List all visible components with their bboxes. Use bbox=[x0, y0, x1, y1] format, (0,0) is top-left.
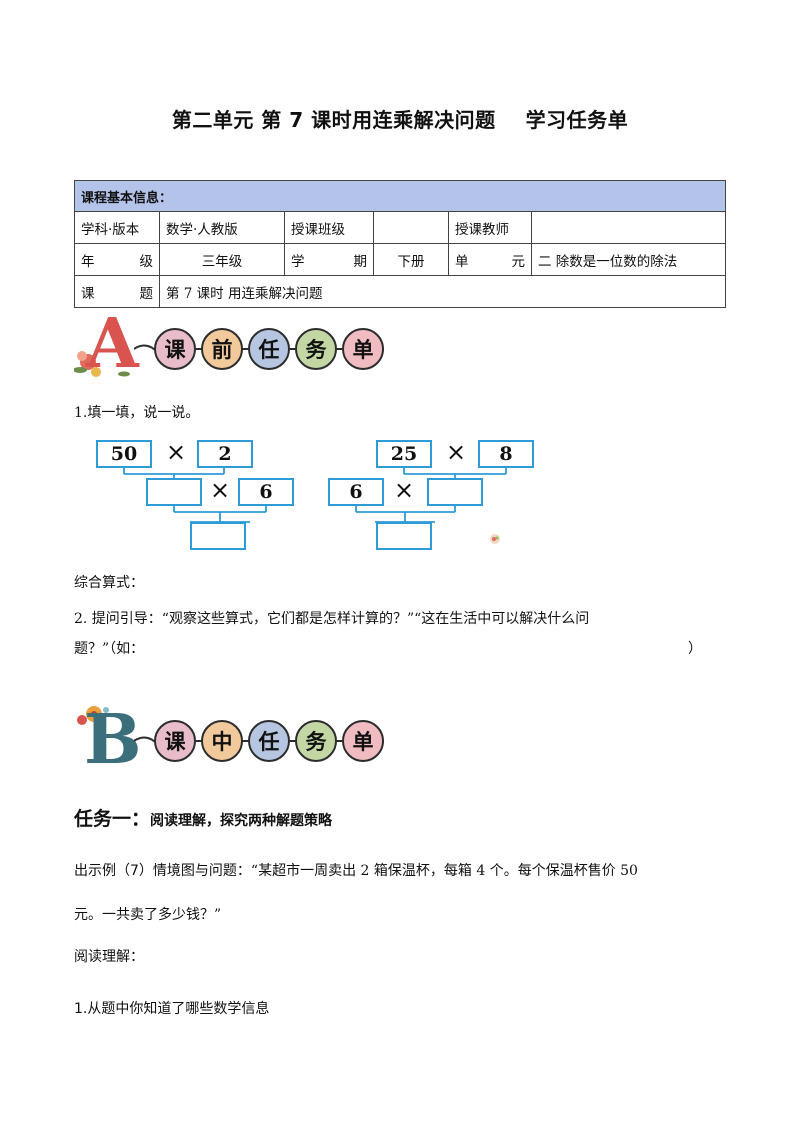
page-title: 第二单元 第 7 课时用连乘解决问题 学习任务单 bbox=[0, 104, 800, 133]
question-2-line-1: 2. 提问引导：“观察这些算式，它们都是怎样计算的？”“这在生活中可以解决什么问 bbox=[74, 611, 590, 627]
title-main: 第二单元 第 7 课时用连乘解决问题 bbox=[171, 108, 496, 132]
bubble-char: 课 bbox=[154, 328, 196, 370]
factor-box: 8 bbox=[478, 440, 534, 468]
banner-in-class: B 课 中 任 务 单 bbox=[74, 706, 394, 774]
blank-answer-box[interactable] bbox=[427, 478, 483, 506]
factor-box: 2 bbox=[197, 440, 253, 468]
times-sign: × bbox=[446, 438, 467, 466]
banner-letter: A bbox=[86, 304, 139, 384]
factor-box: 6 bbox=[238, 478, 294, 506]
blank-answer-box[interactable] bbox=[146, 478, 202, 506]
bubble-char: 务 bbox=[295, 328, 337, 370]
bubble-char: 单 bbox=[342, 720, 384, 762]
times-sign: × bbox=[210, 476, 231, 504]
bubble-char: 中 bbox=[201, 720, 243, 762]
cell-term-label: 学期 bbox=[284, 243, 374, 276]
example-lead: 出示例（7）情境图与问题： bbox=[74, 863, 251, 879]
cell-subject-label: 学科·版本 bbox=[74, 211, 160, 244]
cell-topic-label: 课题 bbox=[74, 275, 160, 308]
blank-result-box[interactable] bbox=[190, 522, 246, 550]
factor-box: 50 bbox=[96, 440, 152, 468]
course-info-table: 课程基本信息： 学科·版本 数学·人教版 授课班级 授课教师 年级 三年级 学期… bbox=[74, 180, 726, 308]
cell-unit-label: 单元 bbox=[448, 243, 532, 276]
banner-letter: B bbox=[84, 700, 142, 780]
cell-grade-label: 年级 bbox=[74, 243, 160, 276]
diagram-connector-lines bbox=[123, 468, 507, 523]
factor-box: 25 bbox=[376, 440, 432, 468]
task-1-text: 阅读理解，探究两种解题策略 bbox=[150, 813, 333, 829]
times-sign: × bbox=[166, 438, 187, 466]
banner-pre-class: A 课 前 任 务 单 bbox=[74, 310, 394, 380]
factor-box: 6 bbox=[328, 478, 384, 506]
bubble-char: 务 bbox=[295, 720, 337, 762]
question-2-line-2: 题？”（如： ） bbox=[74, 641, 702, 657]
task-1-label: 任务一： bbox=[74, 808, 151, 830]
reading-comprehension-label: 阅读理解： bbox=[74, 949, 144, 965]
table-row: 学科·版本 数学·人教版 授课班级 授课教师 bbox=[74, 211, 726, 244]
example-line-1: “某超市一周卖出 2 箱保温杯，每箱 4 个。每个保温杯售价 50 bbox=[250, 863, 638, 879]
table-row: 课题 第 7 课时 用连乘解决问题 bbox=[74, 275, 726, 308]
cell-class-label: 授课班级 bbox=[284, 211, 374, 244]
question-math-info: 1.从题中你知道了哪些数学信息 bbox=[74, 1001, 270, 1017]
question-1: 1.填一填，说一说。 bbox=[74, 405, 200, 421]
comprehensive-formula-label: 综合算式： bbox=[74, 575, 144, 591]
example-line-2: 元。一共卖了多少钱？” bbox=[74, 907, 222, 923]
course-info-header: 课程基本信息： bbox=[74, 180, 726, 212]
title-sub: 学习任务单 bbox=[525, 108, 629, 132]
bubble-char: 前 bbox=[201, 328, 243, 370]
flower-decoration-icon bbox=[74, 351, 130, 377]
bubble-char: 课 bbox=[154, 720, 196, 762]
question-2: 2. 提问引导：“观察这些算式，它们都是怎样计算的？”“这在生活中可以解决什么问… bbox=[74, 604, 734, 664]
example-problem: 出示例（7）情境图与问题：“某超市一周卖出 2 箱保温杯，每箱 4 个。每个保温… bbox=[74, 860, 734, 926]
flower-decoration-icon bbox=[77, 706, 109, 725]
bubble-char: 任 bbox=[248, 720, 290, 762]
times-sign: × bbox=[394, 476, 415, 504]
cell-teacher-value bbox=[531, 211, 726, 244]
small-flower-icon bbox=[490, 534, 500, 544]
cell-topic-value: 第 7 课时 用连乘解决问题 bbox=[159, 275, 726, 308]
bubble-char: 任 bbox=[248, 328, 290, 370]
task-1-heading: 任务一：阅读理解，探究两种解题策略 bbox=[74, 804, 332, 831]
bubble-char: 单 bbox=[342, 328, 384, 370]
blank-result-box[interactable] bbox=[376, 522, 432, 550]
cell-term-value: 下册 bbox=[373, 243, 449, 276]
